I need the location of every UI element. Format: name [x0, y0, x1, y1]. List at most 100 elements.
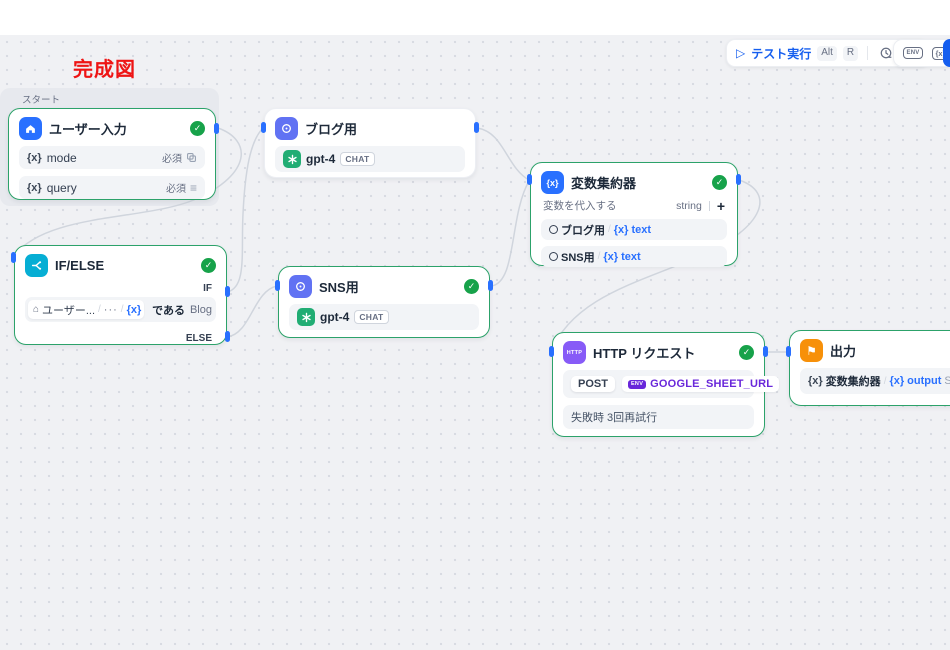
- condition-operator: である: [152, 304, 185, 317]
- openai-icon: [283, 150, 301, 168]
- play-icon: ▷: [736, 46, 746, 60]
- section-label: 変数を代入する: [543, 200, 617, 212]
- paragraph-icon: ≡: [189, 180, 197, 195]
- node-sns-llm[interactable]: SNS用 ✓ gpt-4 CHAT: [278, 266, 490, 338]
- variable-type: String: [944, 375, 950, 387]
- source-node-name: 変数集約器: [825, 376, 881, 388]
- success-check-icon: ✓: [201, 258, 216, 273]
- field-row-query[interactable]: {x} query 必須 ≡: [19, 176, 205, 199]
- handle-user-input-out[interactable]: [214, 123, 219, 134]
- required-badge: 必須: [165, 184, 186, 195]
- shortcut-key-alt: Alt: [817, 45, 837, 61]
- openai-icon: [297, 308, 315, 326]
- model-name: gpt-4: [320, 310, 350, 324]
- handle-blog-out[interactable]: [474, 122, 479, 133]
- url-pill: ENV GOOGLE_SHEET_URL: [621, 376, 780, 392]
- condition-node-ref: ユーザー...: [42, 304, 95, 317]
- output-type-label: string: [676, 199, 702, 212]
- node-title: SNS用: [319, 280, 359, 295]
- add-variable-button[interactable]: +: [716, 197, 725, 214]
- variable-name: text: [631, 223, 652, 236]
- request-row[interactable]: POST ENV GOOGLE_SHEET_URL: [563, 370, 780, 398]
- separator: /: [98, 304, 101, 315]
- variables-toolbar: ENV {x}: [893, 39, 950, 67]
- variable-name: text: [621, 250, 641, 263]
- required-badge: 必須: [162, 154, 182, 165]
- node-output[interactable]: ⚑ 出力 {x} 変数集約器 / {x} output String: [789, 330, 950, 406]
- model-name: gpt-4: [306, 152, 336, 166]
- aggregated-variable-row[interactable]: ブログ用 / {x} text: [541, 219, 727, 240]
- node-variable-aggregator[interactable]: {x} 変数集約器 ✓ 変数を代入する string + ブログ用 / {x} …: [530, 162, 738, 267]
- divider: [708, 200, 710, 211]
- retry-row[interactable]: 失敗時 3回再試行: [563, 405, 754, 429]
- handle-if-out[interactable]: [225, 286, 230, 297]
- separator: /: [883, 375, 887, 387]
- env-variables-icon[interactable]: ENV: [903, 47, 923, 59]
- llm-node-mini-icon: [549, 252, 558, 261]
- model-mode-badge: CHAT: [354, 310, 389, 324]
- handle-aggregator-in[interactable]: [527, 174, 532, 185]
- publish-button[interactable]: [943, 39, 950, 67]
- run-history-icon[interactable]: [877, 44, 895, 62]
- model-row[interactable]: gpt-4 CHAT: [275, 146, 465, 172]
- condition-row[interactable]: ⌂ ユーザー... / ··· / {x} m... である Blog: [25, 297, 216, 322]
- duplicate-icon: [187, 153, 196, 162]
- variable-icon: {x}: [126, 303, 142, 316]
- handle-aggregator-out[interactable]: [736, 174, 741, 185]
- start-group-label: スタート: [22, 95, 61, 106]
- test-run-button[interactable]: テスト実行: [751, 46, 812, 61]
- branch-icon: [25, 254, 48, 277]
- success-check-icon: ✓: [712, 175, 727, 190]
- env-chip-icon: ENV: [627, 379, 647, 389]
- handle-if-else-in[interactable]: [11, 252, 16, 263]
- success-check-icon: ✓: [190, 121, 205, 136]
- divider: [867, 46, 869, 60]
- variable-icon: {x}: [808, 375, 823, 387]
- variable-icon: {x}: [889, 375, 905, 387]
- source-node-name: SNS用: [561, 251, 595, 264]
- node-title: 変数集約器: [571, 176, 637, 191]
- retry-label: 失敗時 3回再試行: [571, 412, 658, 424]
- variable-name: output: [907, 375, 942, 387]
- handle-http-in[interactable]: [549, 346, 554, 357]
- node-title: 出力: [830, 344, 857, 359]
- variable-aggregator-icon: {x}: [541, 171, 564, 194]
- node-user-input[interactable]: ユーザー入力 ✓ {x} mode 必須 {x} query 必須 ≡: [8, 108, 216, 200]
- node-title: IF/ELSE: [55, 258, 105, 273]
- node-blog-llm[interactable]: ブログ用 gpt-4 CHAT: [264, 108, 476, 178]
- variable-icon: {x}: [27, 151, 42, 164]
- node-title: ブログ用: [305, 122, 358, 137]
- else-branch-label: ELSE: [185, 333, 212, 344]
- separator: /: [597, 251, 601, 262]
- field-row-mode[interactable]: {x} mode 必須: [19, 146, 205, 169]
- node-if-else[interactable]: IF/ELSE ✓ IF ⌂ ユーザー... / ··· / {x} m... …: [14, 245, 227, 345]
- annotation-title: 完成図: [73, 59, 136, 81]
- model-mode-badge: CHAT: [340, 152, 375, 166]
- node-title: HTTP リクエスト: [593, 346, 696, 361]
- node-http-request[interactable]: HTTP HTTP リクエスト ✓ POST ENV GOOGLE_SHEET_…: [552, 332, 780, 437]
- output-variable-row[interactable]: {x} 変数集約器 / {x} output String: [800, 368, 950, 394]
- handle-sns-in[interactable]: [275, 280, 280, 291]
- home-icon: [19, 117, 42, 140]
- field-name: query: [46, 180, 77, 195]
- variable-icon: {x}: [613, 223, 629, 236]
- http-icon: HTTP: [563, 341, 586, 364]
- aggregated-variable-row[interactable]: SNS用 / {x} text: [541, 246, 727, 267]
- node-title: ユーザー入力: [49, 122, 127, 137]
- success-check-icon: ✓: [464, 279, 479, 294]
- field-name: mode: [46, 150, 77, 165]
- handle-http-out[interactable]: [763, 346, 768, 357]
- handle-else-out[interactable]: [225, 331, 230, 342]
- env-variable-name: GOOGLE_SHEET_URL: [650, 378, 774, 390]
- separator: /: [608, 224, 611, 235]
- condition-pill: ⌂ ユーザー... / ··· / {x} m...: [28, 300, 145, 319]
- handle-sns-out[interactable]: [488, 280, 493, 291]
- model-row[interactable]: gpt-4 CHAT: [289, 304, 479, 330]
- condition-value: Blog: [189, 303, 212, 316]
- variable-icon: {x}: [27, 181, 42, 194]
- llm-node-mini-icon: [549, 225, 558, 234]
- handle-output-in[interactable]: [786, 346, 791, 357]
- home-icon: ⌂: [33, 304, 40, 315]
- handle-blog-in[interactable]: [261, 122, 266, 133]
- llm-icon: [289, 275, 312, 298]
